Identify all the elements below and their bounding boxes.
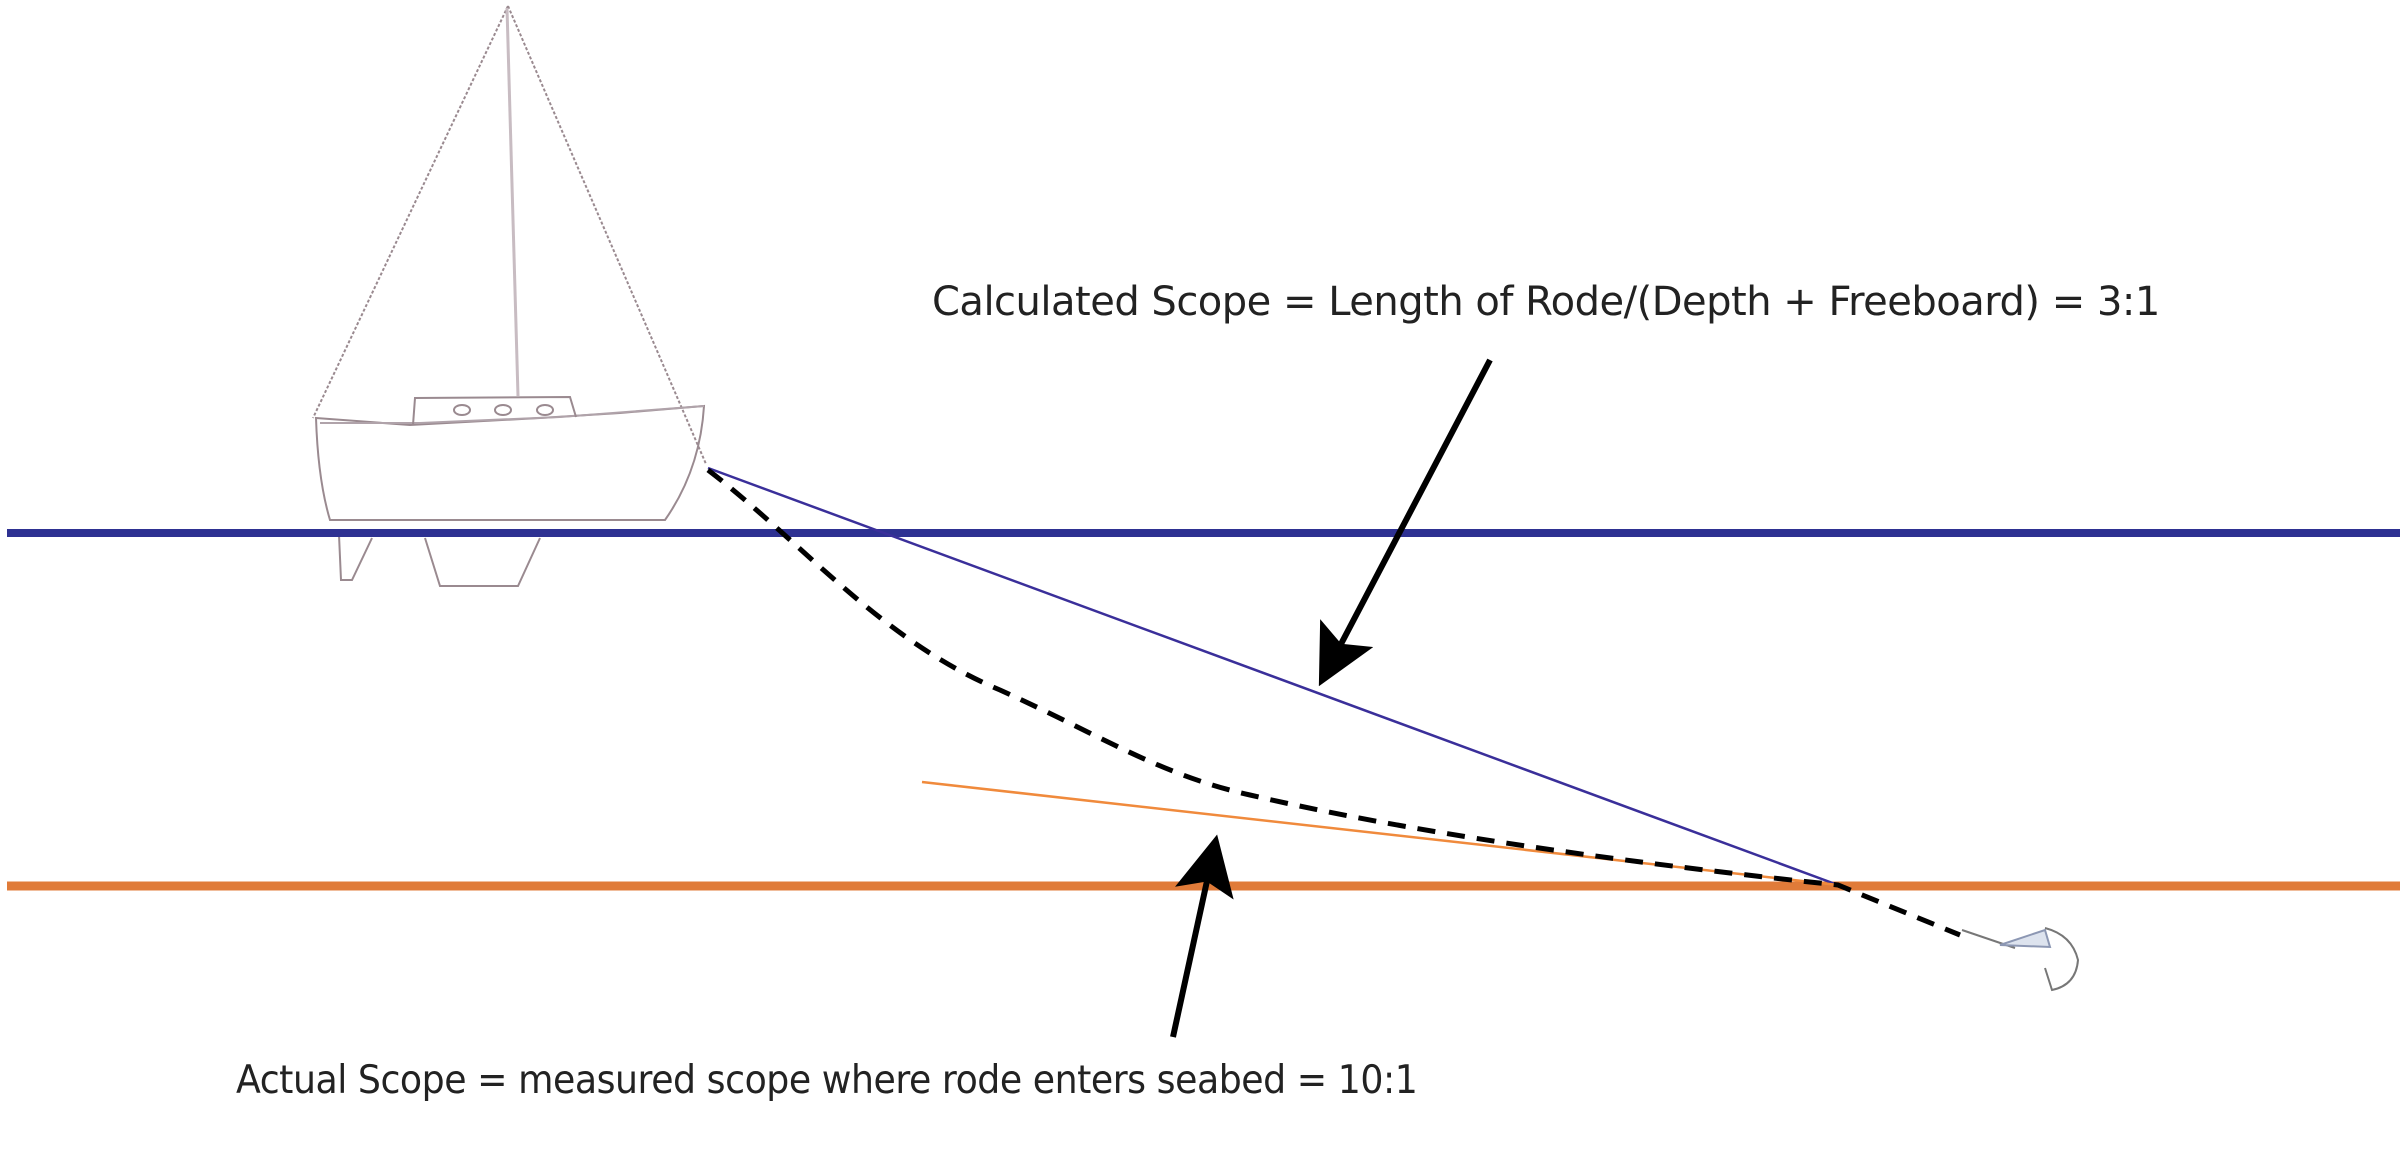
sail-outline (312, 5, 707, 465)
arrow-to-calculated-line (1318, 358, 1493, 687)
anchor-icon (1961, 927, 2080, 992)
actual-scope-label: Actual Scope = measured scope where rode… (236, 1058, 1418, 1103)
arrow-to-tangent-line (1170, 834, 1234, 1038)
actual-rode-catenary (706, 468, 1961, 938)
calculated-scope-label: Calculated Scope = Length of Rode/(Depth… (932, 279, 2160, 325)
calculated-rode-line (707, 466, 1839, 887)
hull (314, 404, 706, 521)
cabin (412, 395, 577, 426)
porthole (536, 404, 554, 416)
sailboat-icon (312, 5, 707, 587)
porthole (494, 404, 512, 416)
porthole (453, 404, 471, 416)
keel (424, 537, 541, 587)
mast (505, 7, 520, 397)
rudder (338, 534, 373, 581)
